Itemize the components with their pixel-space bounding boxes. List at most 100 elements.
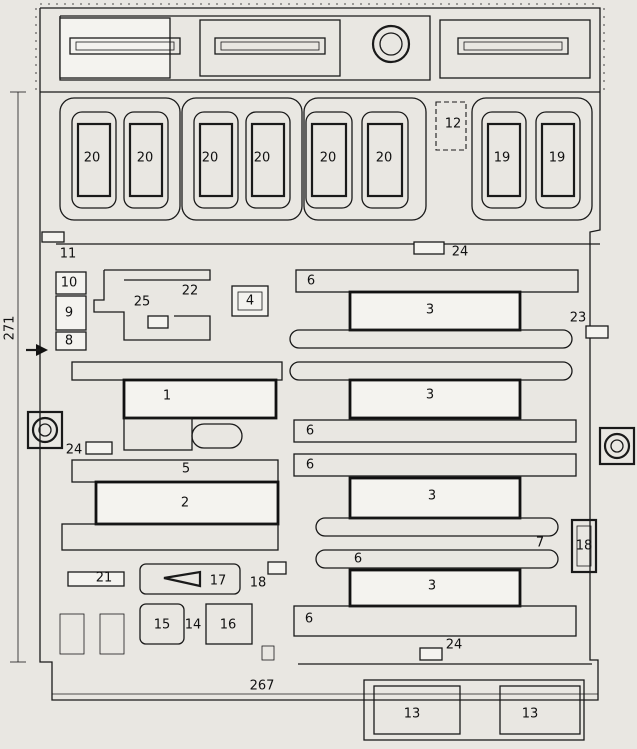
label-3-d: 3 (428, 579, 436, 594)
label-6-mid-a: 6 (306, 424, 314, 439)
label-18-left: 18 (250, 576, 267, 591)
label-20a: 20 (84, 151, 101, 166)
platform-a (69, 37, 181, 55)
building-17-frame (139, 563, 241, 595)
water-tower-left-frame (26, 410, 64, 450)
label-15: 15 (154, 618, 171, 633)
building-3-a (348, 290, 522, 332)
label-25: 25 (134, 295, 151, 310)
label-6-bottom: 6 (305, 612, 313, 627)
label-20f: 20 (376, 151, 393, 166)
label-1: 1 (163, 389, 171, 404)
building-13-a (373, 685, 461, 735)
label-24-left: 24 (66, 443, 83, 458)
label-3-a: 3 (426, 303, 434, 318)
label-13-a: 13 (404, 707, 421, 722)
label-20e: 20 (320, 151, 337, 166)
shed-6-mid-a (293, 419, 577, 443)
water-tower-right (603, 432, 631, 460)
building-18-right (570, 518, 598, 574)
entrance-arrow-icon (36, 344, 48, 356)
building-23 (585, 325, 609, 339)
storage-block-left (59, 17, 171, 79)
building-4-inner (237, 291, 263, 311)
label-24-top: 24 (452, 245, 469, 260)
dimension-height: 271 (3, 316, 18, 341)
loading-track-a (289, 329, 573, 349)
label-7: 7 (536, 536, 544, 551)
building-8 (55, 331, 87, 351)
building-25 (93, 270, 211, 341)
label-11: 11 (60, 247, 77, 262)
water-tower-top (371, 24, 411, 64)
platform-c (457, 37, 569, 55)
building-1-tank (191, 423, 243, 449)
label-5: 5 (182, 462, 190, 477)
site-fence (35, 3, 605, 701)
loading-track-2 (61, 523, 279, 551)
platform-c-inner (463, 41, 563, 51)
platform-b-inner (220, 41, 320, 51)
water-tower-top-inner (379, 32, 403, 56)
label-3-c: 3 (428, 489, 436, 504)
building-1-annex (123, 417, 193, 451)
area-13-frame (363, 679, 585, 741)
label-8: 8 (65, 334, 73, 349)
shed-6-bottom (293, 605, 577, 637)
label-19b: 19 (549, 151, 566, 166)
building-24-bottom (419, 647, 443, 661)
label-23: 23 (570, 311, 587, 326)
meter-block (261, 645, 275, 661)
water-tower-left-inner (38, 423, 52, 437)
chambers-19 (471, 97, 593, 221)
label-19a: 19 (494, 151, 511, 166)
filter-bed-right (99, 613, 125, 655)
label-17: 17 (210, 574, 227, 589)
label-10: 10 (61, 276, 78, 291)
filter-bed-left (59, 613, 85, 655)
label-6-low: 6 (354, 552, 362, 567)
storage-block-mid (199, 19, 341, 77)
label-21: 21 (96, 571, 113, 586)
label-6-top: 6 (307, 274, 315, 289)
building-25-annex (147, 315, 169, 329)
building-3-c (348, 476, 522, 520)
label-20c: 20 (202, 151, 219, 166)
road-to-1 (71, 361, 283, 381)
shed-6-top (295, 269, 579, 293)
label-16: 16 (220, 618, 237, 633)
building-17-hopper (163, 570, 202, 588)
shed-5 (71, 459, 279, 483)
building-24-top (413, 241, 445, 255)
storage-block-right (439, 19, 591, 79)
platform-b (214, 37, 326, 55)
label-4: 4 (246, 294, 254, 309)
building-9 (55, 295, 87, 331)
loading-track-b (289, 361, 573, 381)
building-3-b (348, 378, 522, 420)
water-tower-right-inner (610, 439, 624, 453)
building-1 (122, 378, 278, 420)
label-6-mid-b: 6 (306, 458, 314, 473)
loading-track-c (315, 517, 559, 537)
shed-6-low (315, 549, 559, 569)
label-24-bottom: 24 (446, 638, 463, 653)
building-2 (94, 480, 280, 526)
dimension-width: 267 (250, 679, 275, 694)
label-9: 9 (65, 306, 73, 321)
label-13-b: 13 (522, 707, 539, 722)
building-18-right-inner (576, 525, 592, 567)
water-tower-left (31, 416, 59, 444)
building-16 (205, 603, 253, 645)
label-18-right: 18 (576, 539, 593, 554)
label-2: 2 (181, 496, 189, 511)
label-20d: 20 (254, 151, 271, 166)
building-24-left (85, 441, 113, 455)
building-11 (41, 231, 65, 243)
chambers-20 (59, 97, 427, 221)
label-3-b: 3 (426, 388, 434, 403)
building-22 (104, 269, 211, 281)
label-14: 14 (185, 618, 202, 633)
